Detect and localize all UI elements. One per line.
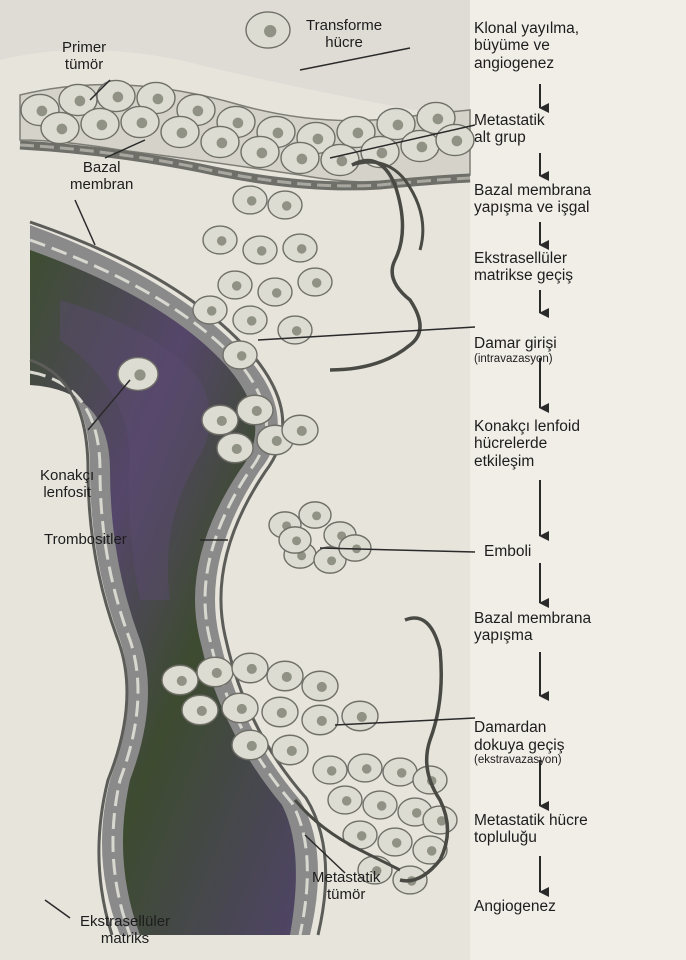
cell-nucleus xyxy=(193,106,204,117)
cell-nucleus xyxy=(247,664,257,674)
cell-nucleus xyxy=(264,25,276,37)
cell-nucleus xyxy=(272,436,282,446)
cell-nucleus xyxy=(97,120,108,131)
cell-nucleus xyxy=(252,406,262,416)
cell-nucleus xyxy=(342,796,352,806)
cell-nucleus xyxy=(377,801,387,811)
cell-nucleus xyxy=(357,831,367,841)
cell-nucleus xyxy=(257,246,267,256)
cell-nucleus xyxy=(237,704,247,714)
label-platelets: Trombositler xyxy=(44,532,127,549)
cell-nucleus xyxy=(312,511,321,520)
cell-nucleus xyxy=(113,92,124,103)
cell-nucleus xyxy=(417,142,428,153)
step-ecm-passage: Ekstrasellüler matrikse geçiş xyxy=(474,250,573,285)
cell-nucleus xyxy=(197,706,207,716)
cell-nucleus xyxy=(217,138,228,149)
cell-nucleus xyxy=(313,134,324,145)
cell-nucleus xyxy=(272,288,282,298)
cell-nucleus xyxy=(212,668,222,678)
label-primary-tumor: Primer tümör xyxy=(62,40,106,74)
cell-nucleus xyxy=(287,746,297,756)
cell-nucleus xyxy=(207,306,217,316)
cell-nucleus xyxy=(37,106,48,117)
step-bm-adhesion-invasion: Bazal membrana yapışma ve işgal xyxy=(474,182,591,217)
cell-nucleus xyxy=(134,369,145,380)
cell-nucleus xyxy=(353,128,364,139)
cell-nucleus xyxy=(237,351,247,361)
cell-nucleus xyxy=(247,741,257,751)
cell-nucleus xyxy=(412,808,422,818)
step-intravasation-title: Damar girişi xyxy=(474,335,557,352)
cell-nucleus xyxy=(393,120,404,131)
cell-nucleus xyxy=(217,236,227,246)
cell-nucleus xyxy=(433,114,444,125)
label-basal-membrane: Bazal membran xyxy=(70,160,133,194)
cell-nucleus xyxy=(297,154,308,165)
step-extravasation-title: Damardan dokuya geçiş xyxy=(474,719,564,753)
step-intravasation: Damar girişi (intravazasyon) xyxy=(474,318,557,383)
step-angiogenesis: Angiogenez xyxy=(474,898,556,915)
cell-nucleus xyxy=(377,148,388,159)
cell-nucleus xyxy=(292,326,302,336)
step-bm-adhesion: Bazal membrana yapışma xyxy=(474,610,591,645)
cell-nucleus xyxy=(427,846,437,856)
cell-nucleus xyxy=(57,124,68,135)
cell-nucleus xyxy=(277,708,287,718)
cell-nucleus xyxy=(247,316,257,326)
label-extracellular-matrix: Ekstrasellüler matriks xyxy=(80,914,170,948)
cell-nucleus xyxy=(233,118,244,129)
step-extravasation: Damardan dokuya geçiş (ekstravazasyon) xyxy=(474,702,564,784)
cell-nucleus xyxy=(392,838,402,848)
label-transformed-cell: Transforme hücre xyxy=(306,18,382,52)
cell-nucleus xyxy=(297,244,307,254)
cell-nucleus xyxy=(177,676,187,686)
cell-nucleus xyxy=(297,426,307,436)
step-clonal-expansion: Klonal yayılma, büyüme ve angiogenez xyxy=(474,20,579,72)
cell-nucleus xyxy=(177,128,188,139)
cell-nucleus xyxy=(292,536,301,545)
cell-nucleus xyxy=(327,766,337,776)
cell-nucleus xyxy=(317,682,327,692)
cell-nucleus xyxy=(397,768,407,778)
cell-nucleus xyxy=(232,444,242,454)
cell-nucleus xyxy=(153,94,164,105)
cell-nucleus xyxy=(357,712,367,722)
cell-nucleus xyxy=(327,556,336,565)
cell-nucleus xyxy=(273,128,284,139)
cell-nucleus xyxy=(317,716,327,726)
step-extravasation-sub: (ekstravazasyon) xyxy=(474,754,564,767)
label-metastatic-tumor: Metastatik tümör xyxy=(312,870,380,904)
cell-nucleus xyxy=(217,416,227,426)
cell-nucleus xyxy=(312,278,322,288)
step-emboli: Emboli xyxy=(484,543,531,560)
step-intravasation-sub: (intravazasyon) xyxy=(474,353,557,366)
step-metastatic-subgroup: Metastatik alt grup xyxy=(474,112,545,147)
cell-nucleus xyxy=(232,281,242,291)
cell-nucleus xyxy=(362,764,372,774)
cell-nucleus xyxy=(282,201,292,211)
cell-nucleus xyxy=(247,196,257,206)
label-host-lymphocyte: Konakçı lenfosit xyxy=(40,468,94,502)
cell-nucleus xyxy=(257,148,268,159)
step-lymphoid-interaction: Konakçı lenfoid hücrelerde etkileşim xyxy=(474,418,580,470)
step-metastatic-cluster: Metastatik hücre topluluğu xyxy=(474,812,588,847)
cell-nucleus xyxy=(452,136,463,147)
cell-nucleus xyxy=(282,672,292,682)
cell-nucleus xyxy=(337,156,348,167)
cell-nucleus xyxy=(75,96,86,107)
cell-nucleus xyxy=(137,118,148,129)
